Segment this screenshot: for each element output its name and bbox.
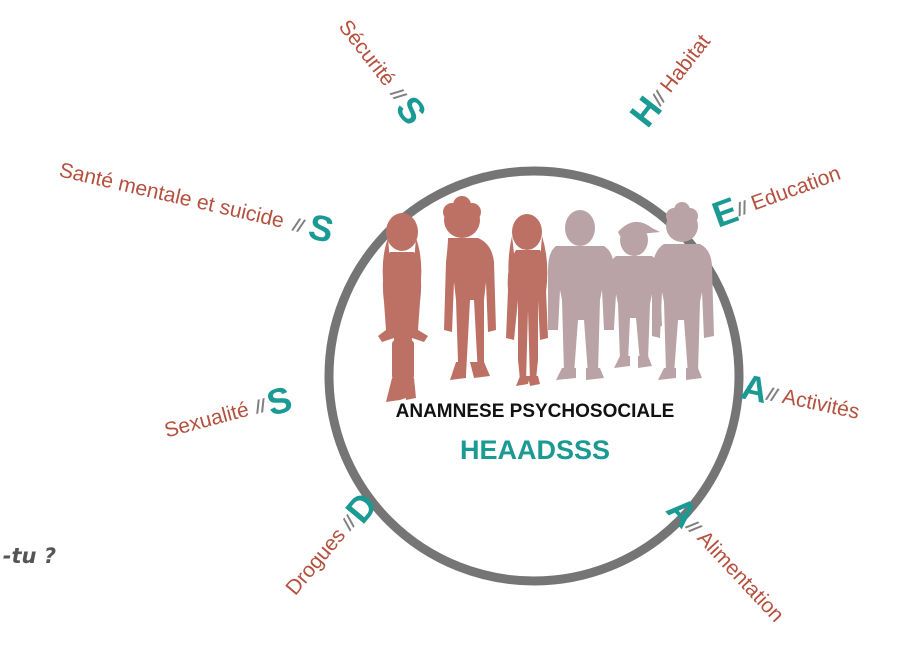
spoke-label-securite: Sécurité	[334, 16, 400, 91]
center-title: ANAMNESE PSYCHOSOCIALE	[396, 401, 675, 422]
spoke-activites: A // Activités	[738, 366, 862, 424]
spoke-sexualite: Sexualité // S	[162, 378, 296, 443]
spoke-drogues: Drogues // D	[281, 485, 385, 600]
cut-off-question-fragment: -tu ?	[0, 538, 60, 574]
center-acronym: HEAADSSS	[460, 435, 610, 465]
spoke-separator-sante-mentale: //	[290, 214, 307, 236]
spoke-alimentation: A // Alimentation	[659, 488, 789, 627]
spoke-letter-habitat: H	[621, 89, 669, 135]
spoke-label-alimentation: Alimentation	[693, 527, 789, 627]
spoke-label-education: Education	[748, 162, 844, 216]
teenagers-silhouettes-icon	[378, 196, 714, 402]
spoke-letter-sexualite: S	[262, 378, 296, 424]
spoke-sante-mentale: Santé mentale et suicide // S	[57, 159, 338, 251]
spoke-label-activites: Activités	[780, 385, 861, 424]
spoke-label-habitat: Habitat	[656, 30, 715, 97]
spoke-education: E // Education	[707, 162, 844, 236]
spoke-letter-sante-mentale: S	[305, 205, 338, 250]
central-ring	[324, 166, 744, 586]
spoke-securite: Sécurité // S	[334, 16, 435, 133]
spoke-label-drogues: Drogues	[281, 524, 350, 600]
spoke-label-sante-mentale: Santé mentale et suicide	[57, 159, 286, 233]
cut-off-question-text: -tu ?	[2, 544, 56, 568]
spoke-label-sexualite: Sexualité	[162, 398, 251, 443]
spoke-habitat: H // Habitat	[621, 30, 715, 135]
